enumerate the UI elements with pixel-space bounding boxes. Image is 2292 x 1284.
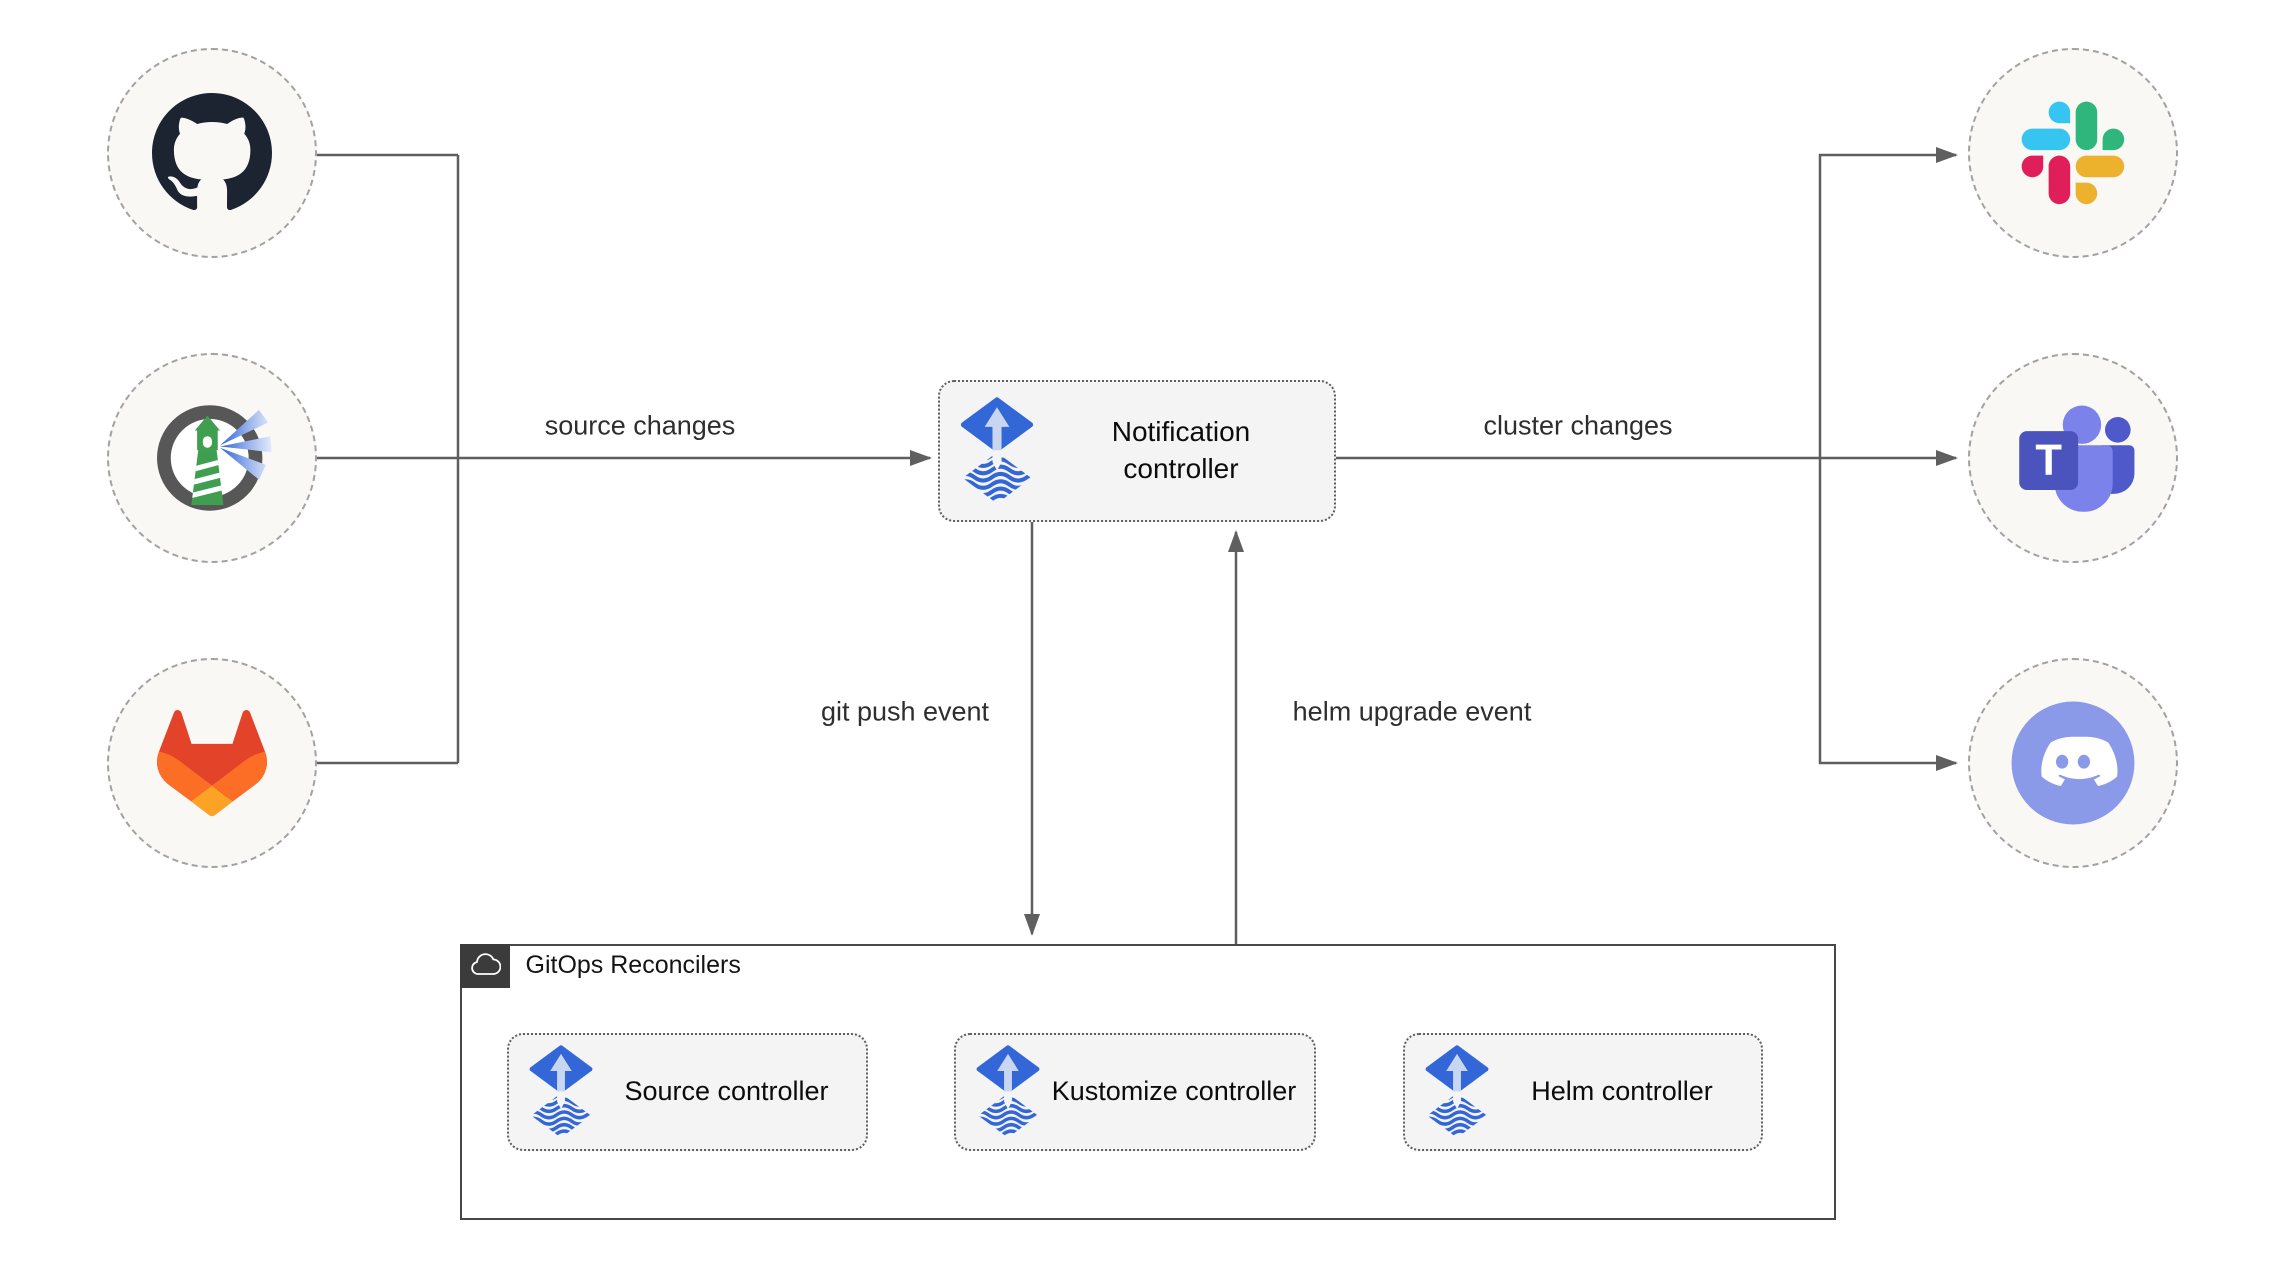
github-icon [152, 93, 272, 213]
gitlab-icon [149, 700, 275, 826]
cloud-icon [470, 952, 501, 975]
edge-cluster-changes-slack [1818, 147, 1958, 458]
flux-icon [1425, 1045, 1489, 1139]
harbor-icon [149, 395, 275, 521]
helm-controller-label: Helm controller [1531, 1076, 1713, 1107]
kustomize-controller-label: Kustomize controller [1051, 1076, 1297, 1107]
flux-icon [976, 1045, 1040, 1139]
edge-cluster-changes-discord [1818, 458, 1958, 771]
node-notification-controller: Notification controller [938, 380, 1336, 522]
node-harbor [107, 353, 317, 563]
group-header: GitOps Reconcilers [459, 943, 741, 988]
node-teams [1968, 353, 2178, 563]
label-source-changes: source changes [544, 410, 736, 441]
node-kustomize-controller: Kustomize controller [954, 1033, 1316, 1151]
node-helm-controller: Helm controller [1403, 1033, 1763, 1151]
label-helm-upgrade-event: helm upgrade event [1292, 696, 1532, 727]
label-cluster-changes: cluster changes [1483, 410, 1673, 441]
source-controller-label: Source controller [624, 1076, 829, 1107]
group-title: GitOps Reconcilers [525, 951, 741, 979]
teams-icon [2009, 399, 2137, 517]
node-source-controller: Source controller [507, 1033, 868, 1151]
notification-controller-label: Notification controller [1111, 416, 1251, 484]
flux-icon [529, 1045, 593, 1139]
cloud-badge [459, 943, 510, 988]
node-slack [1968, 48, 2178, 258]
slack-icon [2020, 100, 2126, 206]
node-gitlab [107, 658, 317, 868]
label-git-push-event: git push event [820, 696, 990, 727]
node-discord [1968, 658, 2178, 868]
flux-icon [960, 397, 1034, 505]
node-github [107, 48, 317, 258]
discord-icon [2009, 699, 2137, 827]
